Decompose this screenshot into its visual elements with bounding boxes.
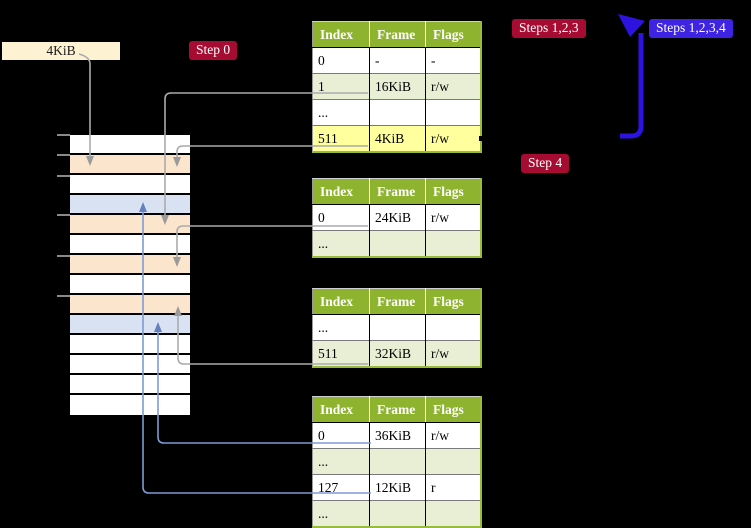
table-cell: r/w: [425, 73, 481, 100]
table-cell: 24KiB: [369, 204, 426, 231]
table-cell: 12KiB: [369, 474, 426, 501]
memory-row: [70, 235, 190, 255]
column-header: Index: [312, 21, 370, 48]
memory-row: [70, 195, 190, 215]
memory-tick: [57, 255, 70, 257]
table-row: ...: [312, 500, 481, 527]
table-cell: ...: [312, 230, 370, 257]
memory-row: [70, 175, 190, 195]
column-header: Index: [312, 396, 370, 423]
table-cell: [425, 99, 481, 126]
table-cell: [425, 448, 481, 475]
table-cell: [425, 314, 481, 341]
badge-steps-123: Steps 1,2,3: [512, 19, 586, 38]
column-header: Flags: [425, 21, 481, 48]
column-header: Frame: [369, 21, 426, 48]
table-row: 0--: [312, 47, 481, 74]
table-cell: 36KiB: [369, 422, 426, 449]
table-cell: r/w: [425, 422, 481, 449]
table-cell: ...: [312, 500, 370, 527]
column-header: Flags: [425, 288, 481, 315]
memory-row: [70, 215, 190, 235]
badge-steps-1234: Steps 1,2,3,4: [649, 19, 733, 38]
memory-row: [70, 155, 190, 175]
memory-tick: [57, 214, 70, 216]
table-cell: [369, 99, 426, 126]
table-cell: [369, 314, 426, 341]
table-cell: 0: [312, 204, 370, 231]
memory-tick: [57, 295, 70, 297]
column-header: Flags: [425, 178, 481, 205]
badge-step-4: Step 4: [521, 154, 570, 173]
table-cell: [425, 500, 481, 527]
table-cell: r/w: [425, 125, 481, 152]
table-cell: r: [425, 474, 481, 501]
table-cell: r/w: [425, 340, 481, 367]
table-cell: r/w: [425, 204, 481, 231]
memory-tick: [57, 154, 70, 156]
column-header: Frame: [369, 396, 426, 423]
table-cell: 511: [312, 340, 370, 367]
table-cell: 16KiB: [369, 73, 426, 100]
table-row: ...: [312, 314, 481, 341]
table-cell: 1: [312, 73, 370, 100]
table-row: ...: [312, 99, 481, 126]
table-cell: ...: [312, 99, 370, 126]
table-cell: -: [425, 47, 481, 74]
column-header: Index: [312, 288, 370, 315]
table-cell: [369, 500, 426, 527]
memory-row: [70, 315, 190, 335]
column-header: Frame: [369, 178, 426, 205]
arrow-recursive-loop: [618, 14, 645, 139]
table-cell: 511: [312, 125, 370, 152]
column-header: Flags: [425, 396, 481, 423]
memory-tick: [57, 175, 70, 177]
memory-row: [70, 355, 190, 375]
memory-row: [70, 395, 190, 415]
table-cell: [369, 230, 426, 257]
frame-size-label: 4KiB: [2, 42, 120, 60]
table-row: ...: [312, 448, 481, 475]
table-row: ...: [312, 230, 481, 257]
memory-row: [70, 375, 190, 395]
memory-tick: [57, 134, 70, 136]
table-cell: ...: [312, 314, 370, 341]
memory-row: [70, 335, 190, 355]
table-cell: 0: [312, 422, 370, 449]
memory-row: [70, 275, 190, 295]
memory-row: [70, 255, 190, 275]
table-cell: 127: [312, 474, 370, 501]
column-header: Index: [312, 178, 370, 205]
table-cell: ...: [312, 448, 370, 475]
column-header: Frame: [369, 288, 426, 315]
table-cell: -: [369, 47, 426, 74]
table-cell: 4KiB: [369, 125, 426, 152]
table-cell: [425, 230, 481, 257]
table-cell: [369, 448, 426, 475]
memory-row: [70, 135, 190, 155]
table-cell: 0: [312, 47, 370, 74]
memory-row: [70, 295, 190, 315]
table-cell: 32KiB: [369, 340, 426, 367]
badge-step-0: Step 0: [189, 41, 238, 60]
memory-column: [70, 135, 190, 415]
